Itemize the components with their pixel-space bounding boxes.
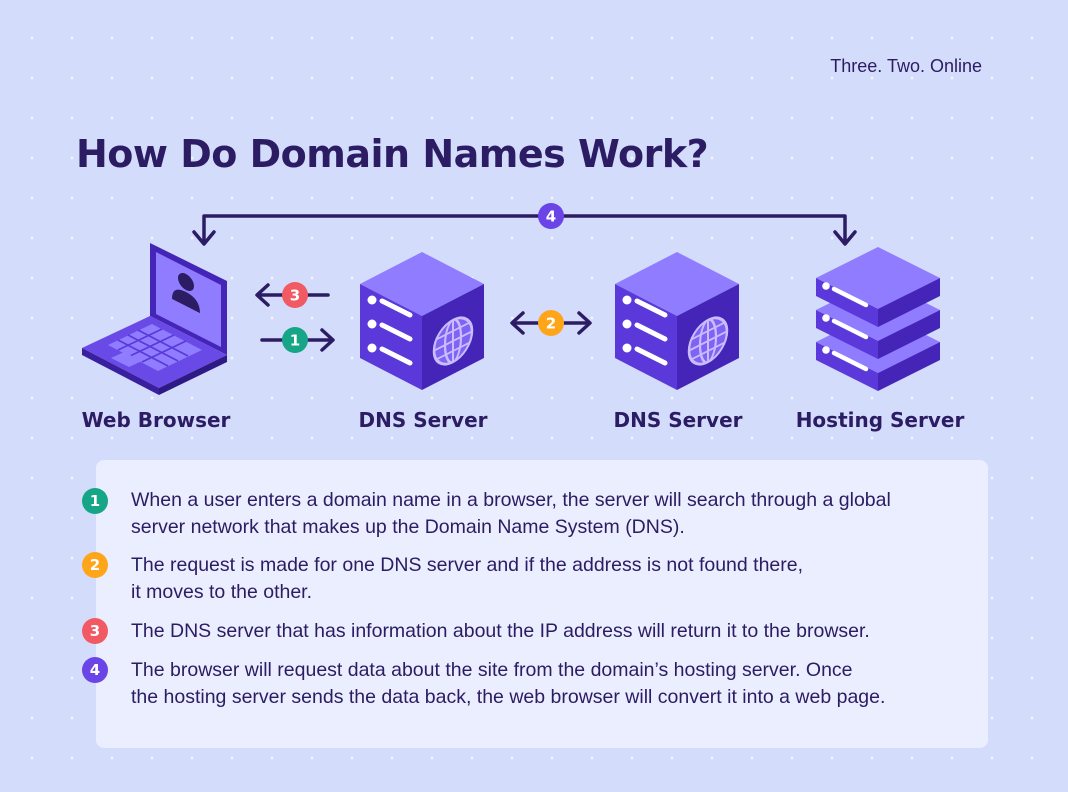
node-label-dns-server-2: DNS Server xyxy=(613,408,743,432)
arrow-badge-4-label: 4 xyxy=(546,208,556,226)
step-text-1: When a user enters a domain name in a br… xyxy=(131,489,891,538)
arrow-badge-2: 2 xyxy=(538,310,564,336)
brand-name: Three. Two. Online xyxy=(830,56,982,76)
node-label-dns-server-1: DNS Server xyxy=(358,408,488,432)
arrow-badge-3: 3 xyxy=(282,282,308,308)
step-badge-4: 4 xyxy=(82,657,108,683)
node-label-web-browser: Web Browser xyxy=(81,408,231,432)
hosting-server-stack-icon xyxy=(816,247,940,391)
step-text-2: The request is made for one DNS server a… xyxy=(131,554,804,603)
dns-server-icon-1 xyxy=(360,252,484,390)
step-text-4: The browser will request data about the … xyxy=(131,659,886,708)
arrow-badge-1: 1 xyxy=(282,327,308,353)
arrow-1 xyxy=(260,328,335,352)
step-text-3: The DNS server that has information abou… xyxy=(131,620,870,642)
page-title: How Do Domain Names Work? xyxy=(76,132,709,176)
laptop-icon xyxy=(82,243,227,395)
steps-panel xyxy=(96,460,988,748)
step-badge-2: 2 xyxy=(82,552,108,578)
dns-server-icon-2 xyxy=(615,252,739,390)
node-label-hosting-server: Hosting Server xyxy=(795,408,965,432)
arrow-badge-4: 4 xyxy=(538,203,564,229)
arrow-badge-2-label: 2 xyxy=(546,315,556,333)
arrow-3 xyxy=(255,283,330,307)
step-badge-3: 3 xyxy=(82,618,108,644)
arrow-badge-1-label: 1 xyxy=(290,332,300,350)
arrow-4 xyxy=(192,214,857,246)
arrow-badge-3-label: 3 xyxy=(290,287,300,305)
arrow-2 xyxy=(510,311,592,335)
step-badge-1: 1 xyxy=(82,488,108,514)
